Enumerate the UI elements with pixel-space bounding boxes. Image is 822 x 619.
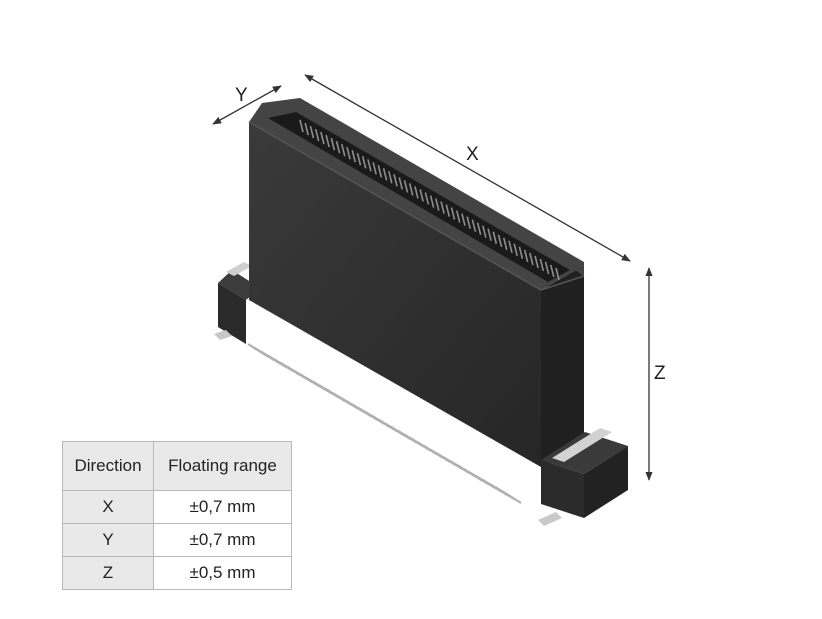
dimension-x-label: X [466,144,479,165]
dimension-y: Y [212,85,282,125]
floating-range-table: Direction Floating range X ±0,7 mm Y ±0,… [62,441,292,590]
table-row: Z ±0,5 mm [62,556,292,590]
direction-cell: X [62,490,154,524]
contact [299,119,304,133]
dimension-z-label: Z [654,363,666,384]
range-cell: ±0,7 mm [153,490,292,524]
pin [501,490,522,504]
right-mounting-block [538,428,628,526]
direction-cell: Y [62,523,154,557]
solder-pins [247,343,522,504]
dimension-y-label: Y [235,85,248,106]
table-row: X ±0,7 mm [62,490,292,524]
contact [549,264,555,278]
range-cell: ±0,5 mm [153,556,292,590]
contact [555,267,560,281]
dimension-z: Z [645,267,666,481]
dimension-x: X [304,74,631,262]
connector-body [248,98,585,467]
header-direction: Direction [62,441,154,491]
direction-cell: Z [62,556,154,590]
header-floating-range: Floating range [153,441,292,491]
table-header-row: Direction Floating range [62,441,292,491]
range-cell: ±0,7 mm [153,523,292,557]
contact [544,261,550,275]
table-row: Y ±0,7 mm [62,523,292,557]
